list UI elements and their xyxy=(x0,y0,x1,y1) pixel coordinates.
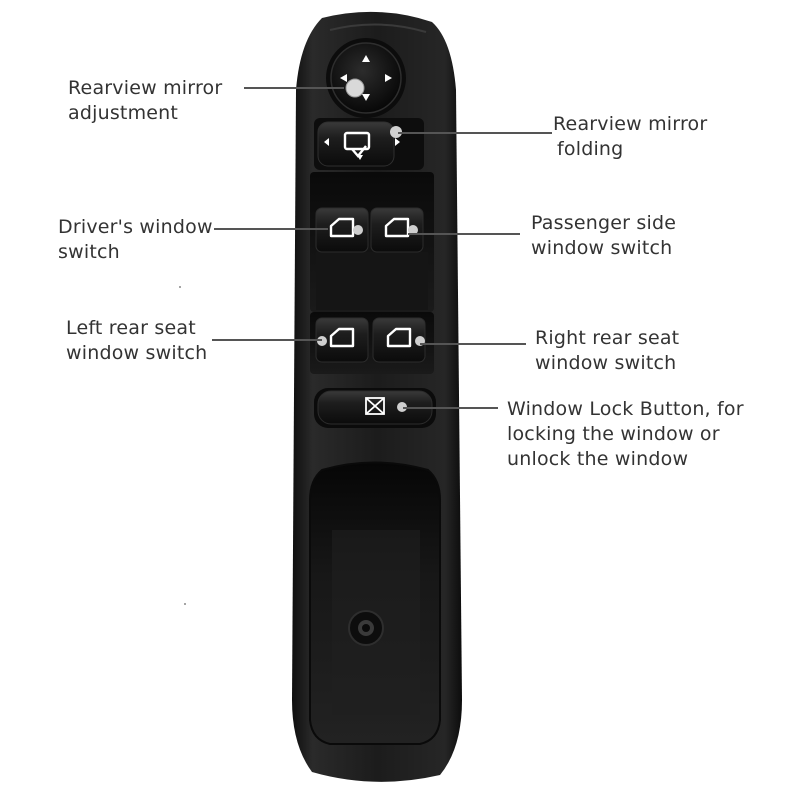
right-rear-window-switch[interactable] xyxy=(372,317,426,363)
label-window-lock: Window Lock Button, for locking the wind… xyxy=(507,398,744,470)
arrow-left-icon xyxy=(324,138,329,146)
arrow-right-icon xyxy=(385,74,392,82)
label-mirror-folding: Rearview mirror folding xyxy=(553,113,708,160)
window-icon xyxy=(386,327,412,348)
label-right-rear-window: Right rear seat window switch xyxy=(535,327,680,374)
window-lock-icon xyxy=(365,397,385,415)
window-icon xyxy=(384,217,410,238)
leader-lines xyxy=(212,87,552,409)
arrow-down-icon xyxy=(362,94,370,101)
passenger-window-switch[interactable] xyxy=(370,207,424,253)
mirror-fold-button[interactable] xyxy=(317,121,395,167)
arrow-up-icon xyxy=(362,55,370,62)
window-icon xyxy=(329,327,355,348)
arrow-left-icon xyxy=(340,74,347,82)
label-driver-window: Driver's window switch xyxy=(58,216,213,263)
label-passenger-window: Passenger side window switch xyxy=(531,212,677,259)
arrow-right-icon xyxy=(395,138,400,146)
window-icon xyxy=(329,217,355,238)
arrow-down-icon xyxy=(357,155,363,160)
label-mirror-adjustment: Rearview mirror adjustment xyxy=(68,77,223,124)
label-left-rear-window: Left rear seat window switch xyxy=(66,317,208,364)
mirror-adjust-knob[interactable] xyxy=(330,42,402,114)
